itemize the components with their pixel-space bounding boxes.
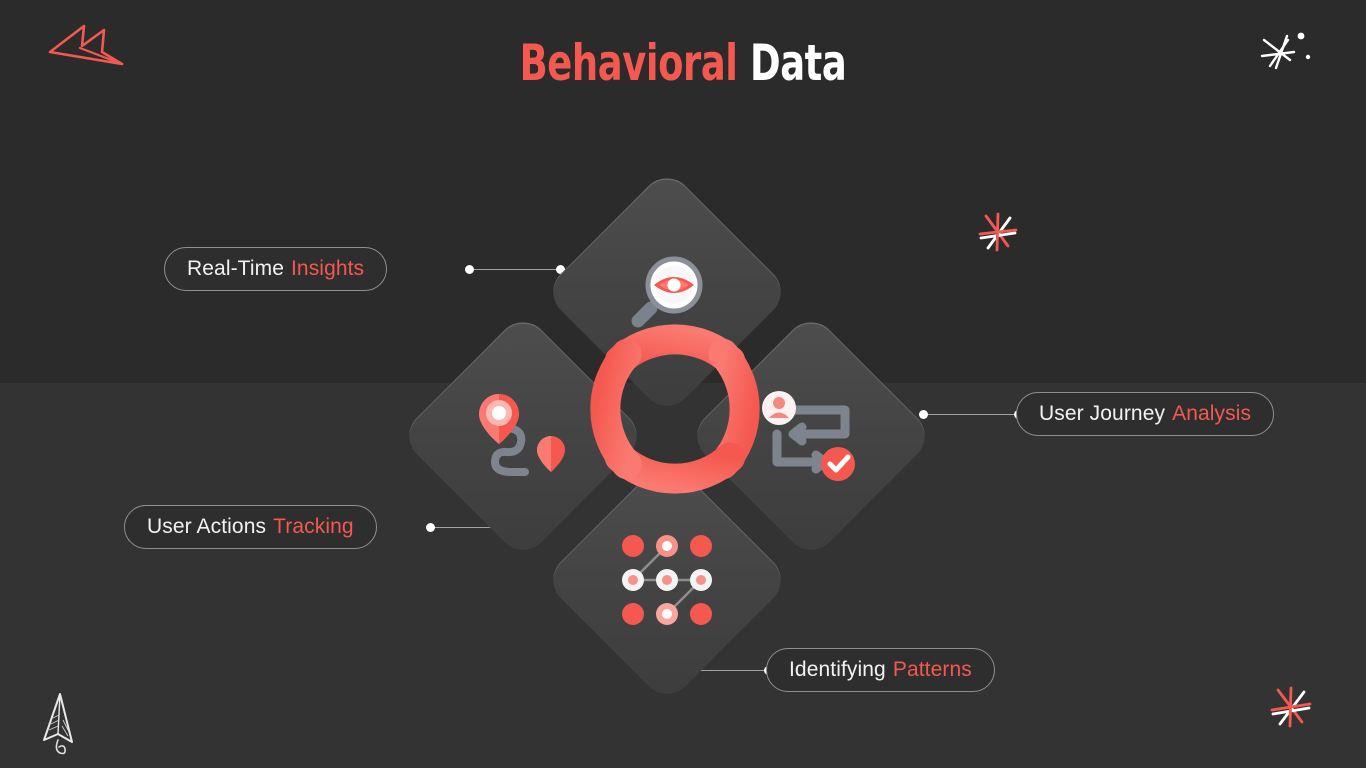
label-text-white: User Journey (1039, 402, 1166, 425)
label-identifying-patterns[interactable]: Identifying Patterns (766, 648, 995, 692)
label-user-journey-analysis[interactable]: User Journey Analysis (1016, 392, 1275, 436)
page-title-plain: Data (749, 34, 847, 92)
connector-dot-diamond-insights (556, 265, 565, 274)
label-text-accent: Tracking (273, 515, 354, 538)
connector-line-patterns (668, 670, 768, 671)
label-text-white: User Actions (147, 515, 267, 538)
connector-line-journey (924, 414, 1019, 415)
sparkle-icon (968, 202, 1028, 267)
page-title-accent: Behavioral (519, 34, 738, 92)
connector-line-insights (469, 269, 561, 270)
connector-dot-pill-actions (426, 523, 435, 532)
label-text-accent: Analysis (1172, 402, 1252, 425)
connector-dot-pill-insights (465, 265, 474, 274)
sparkle-icon (1256, 26, 1320, 85)
page-title: Behavioral Data (123, 38, 1243, 88)
center-ring (563, 297, 787, 521)
label-text-accent: Insights (290, 257, 365, 280)
label-user-actions-tracking[interactable]: User Actions Tracking (124, 505, 377, 549)
label-text-white: Identifying (789, 658, 886, 681)
connector-line-actions (430, 527, 526, 528)
connector-dot-diamond-journey (919, 410, 928, 419)
label-real-time-insights[interactable]: Real-Time Insights (164, 247, 388, 291)
label-text-accent: Patterns (892, 658, 972, 681)
label-text-white: Real-Time (187, 257, 284, 280)
paper-plane-icon (44, 18, 130, 79)
